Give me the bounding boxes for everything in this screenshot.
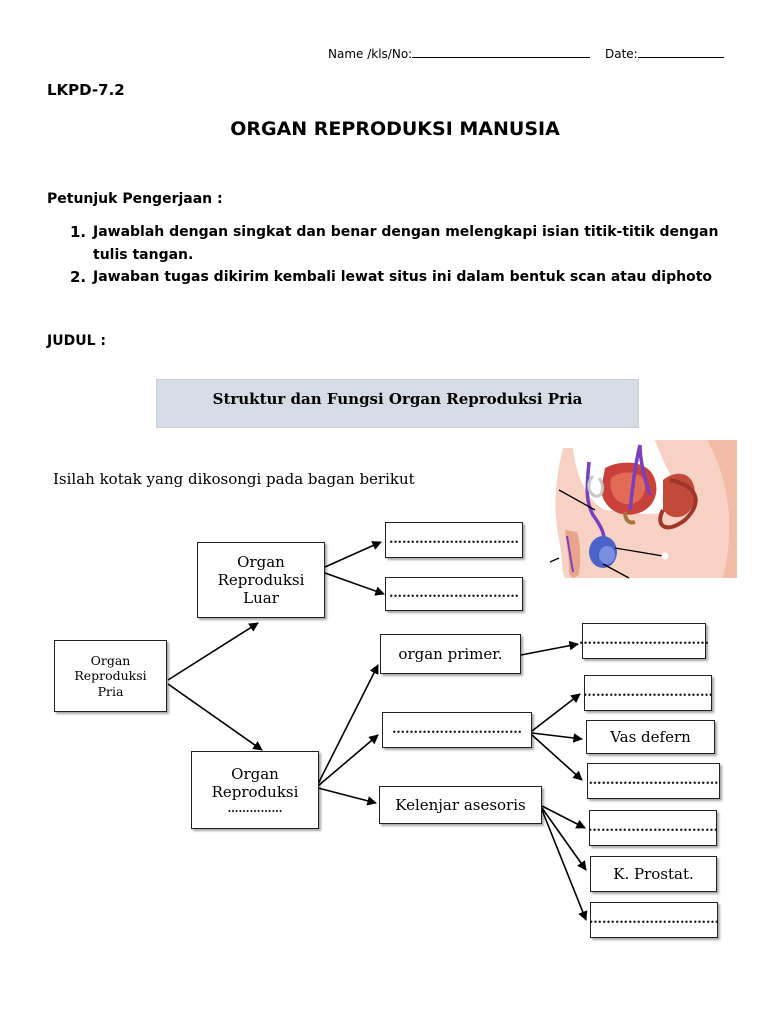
instruction-item-2: 2. Jawaban tugas dikirim kembali lewat s… xyxy=(70,266,720,289)
box-line: Reproduksi xyxy=(74,668,147,684)
box-line: Organ xyxy=(237,552,285,571)
box-line: Reproduksi xyxy=(211,783,299,802)
box-vas-defern: Vas defern xyxy=(586,720,715,754)
blank-dots: ………………………… xyxy=(389,586,519,602)
blank-dots: ………………………… xyxy=(588,773,719,789)
blank-box-outer-2[interactable]: ………………………… xyxy=(385,577,523,611)
blank-box-gland-1[interactable]: ………………………… xyxy=(588,810,718,846)
male-reproductive-anatomy-illustration xyxy=(545,440,740,590)
blank-box-primer-1[interactable]: ………………………… xyxy=(579,623,709,659)
box-organ-reproduksi-pria: Organ Reproduksi Pria xyxy=(54,640,167,712)
blank-box-duct-1[interactable]: ………………………… xyxy=(583,675,713,711)
judul-label: JUDUL : xyxy=(47,333,106,349)
blank-box-outer-1[interactable]: ………………………… xyxy=(385,522,523,558)
date-field: Date: xyxy=(605,45,724,61)
instruction-item-1: 1. Jawablah dengan singkat dan benar den… xyxy=(70,221,720,267)
box-organ-primer: organ primer. xyxy=(380,634,521,674)
box-line: Pria xyxy=(97,683,124,699)
box-line: Organ xyxy=(231,765,279,783)
box-organ-reproduksi-dalam: Organ Reproduksi …………… xyxy=(191,751,319,829)
blank-box-duct-3[interactable]: ………………………… xyxy=(587,763,720,799)
box-line: Reproduksi xyxy=(217,570,305,589)
name-field: Name /kls/No: xyxy=(328,45,591,61)
blank-dots[interactable]: …………… xyxy=(227,801,283,815)
box-label: K. Prostat. xyxy=(613,864,694,883)
box-line: Luar xyxy=(243,589,279,608)
blank-dots: ………………………… xyxy=(583,685,713,701)
box-label: Vas defern xyxy=(610,727,691,746)
instruction-number: 1. xyxy=(70,223,87,241)
instructions-heading: Petunjuk Pengerjaan : xyxy=(47,191,223,207)
blank-dots: ………………………… xyxy=(588,820,718,836)
instruction-number: 2. xyxy=(70,268,87,286)
name-label: Name /kls/No: xyxy=(328,47,413,61)
box-k-prostat: K. Prostat. xyxy=(590,856,717,892)
blank-dots: ………………………… xyxy=(389,532,519,548)
blank-dots: ………………………… xyxy=(579,633,709,649)
instruction-text: Jawablah dengan singkat dan benar dengan… xyxy=(93,224,719,263)
box-label: Kelenjar asesoris xyxy=(395,795,526,814)
blank-dots: ………………………… xyxy=(392,722,522,738)
diagram-instruction: Isilah kotak yang dikosongi pada bagan b… xyxy=(53,470,415,488)
box-organ-reproduksi-luar: Organ Reproduksi Luar xyxy=(197,542,325,618)
blank-dots: ………………………… xyxy=(589,912,719,928)
box-line: Organ xyxy=(90,653,131,669)
instruction-text: Jawaban tugas dikirim kembali lewat situ… xyxy=(93,269,713,285)
name-blank xyxy=(412,45,591,58)
blank-box-duct[interactable]: ………………………… xyxy=(382,712,532,748)
blank-box-gland-3[interactable]: ………………………… xyxy=(589,902,719,938)
doc-code: LKPD-7.2 xyxy=(47,81,125,99)
page-title: ORGAN REPRODUKSI MANUSIA xyxy=(230,118,560,140)
box-label: organ primer. xyxy=(398,644,503,663)
worksheet-banner: Struktur dan Fungsi Organ Reproduksi Pri… xyxy=(156,379,639,428)
date-blank xyxy=(637,45,724,58)
date-label: Date: xyxy=(605,47,638,61)
box-kelenjar-asesoris: Kelenjar asesoris xyxy=(379,786,542,824)
